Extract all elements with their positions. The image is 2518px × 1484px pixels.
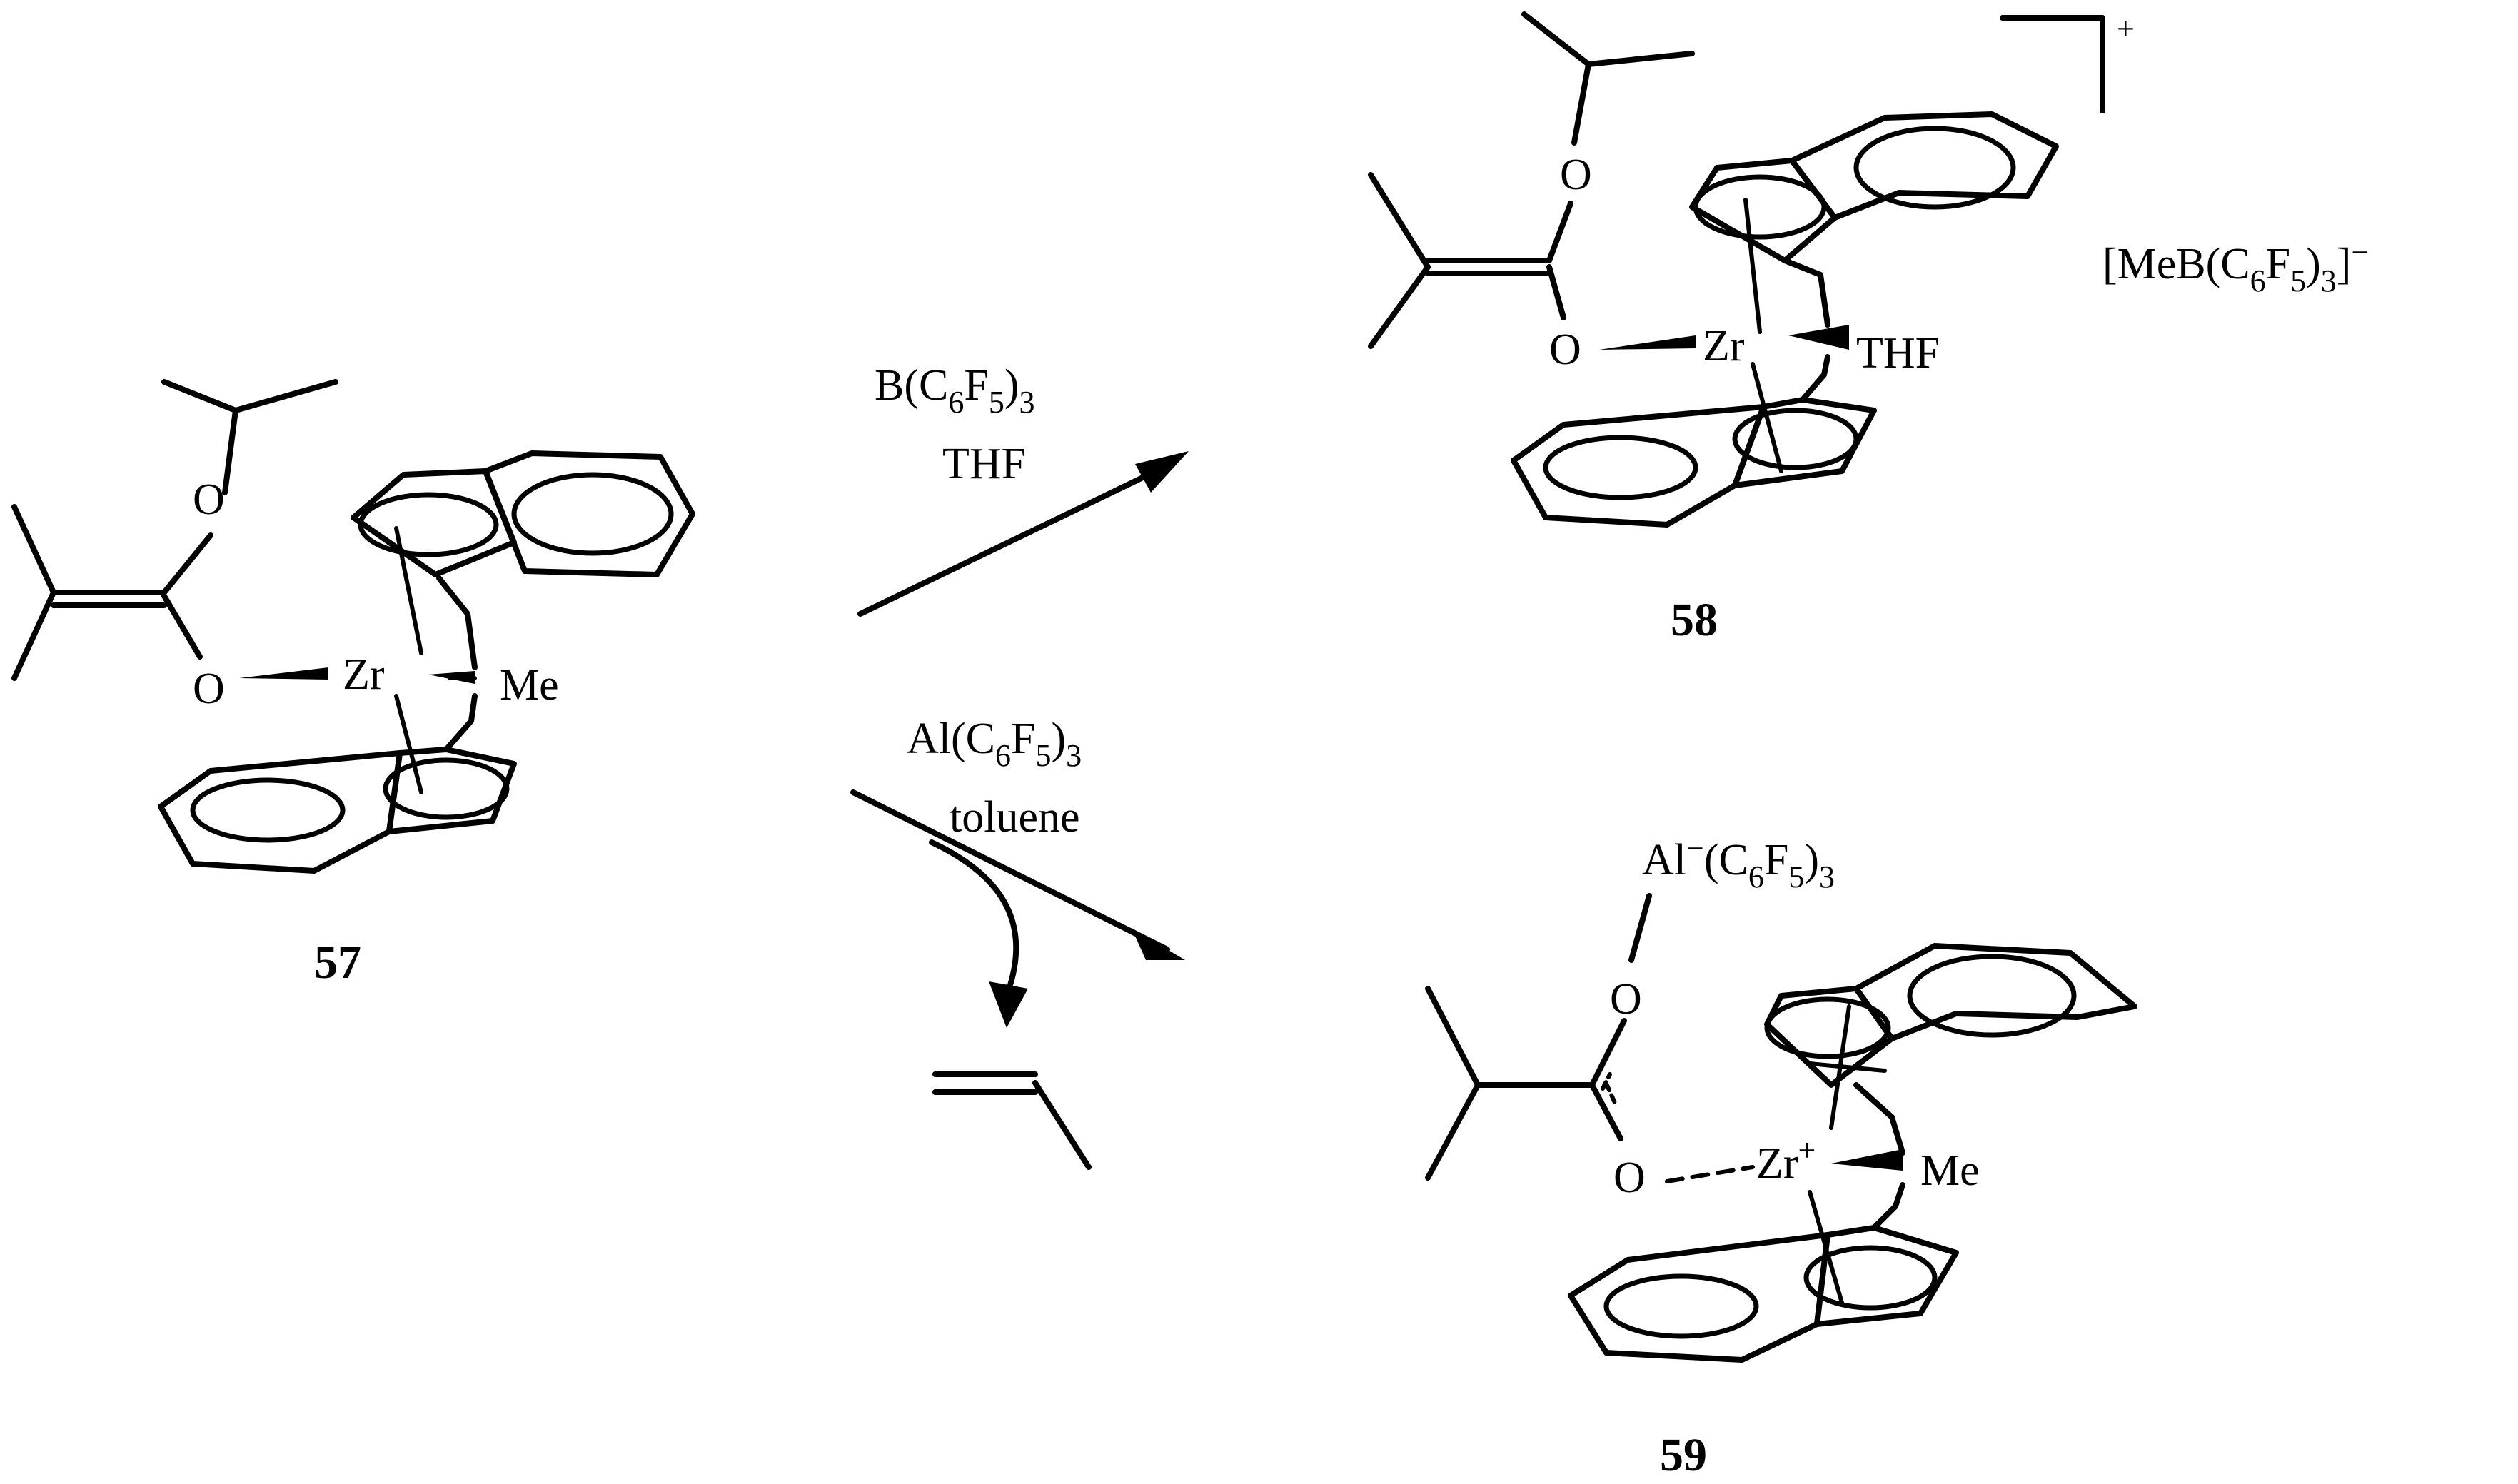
compound-59: Al−(C6F5)3 O O Zr+ Me 59 (1425, 831, 2137, 1481)
compound-57-zirconium: Zr (343, 650, 385, 699)
compound-58-number: 58 (1671, 594, 1718, 646)
compound-58-charge: + (2117, 11, 2135, 46)
compound-57-oxygen-ether: O (193, 475, 225, 524)
compound-57: O O Zr Me 57 (11, 379, 695, 989)
compound-57-methyl: Me (500, 661, 559, 710)
compound-58-oxygen-enolate: O (1549, 325, 1581, 374)
compound-58-zirconium: Zr (1703, 322, 1745, 370)
compound-58-oxygen-ether: O (1560, 151, 1592, 199)
bottom-solvent: toluene (950, 793, 1080, 842)
compound-59-number: 59 (1660, 1429, 1707, 1481)
reaction-arrows (850, 451, 1189, 1028)
compound-58: O O Zr THF + [MeB(C6F5)3]− 58 (1368, 11, 2369, 646)
bottom-reagent: Al(C6F5)3 (907, 715, 1082, 773)
compound-57-number: 57 (314, 937, 361, 989)
compound-59-aluminate: Al−(C6F5)3 (1642, 831, 1835, 894)
compound-57-bonds (11, 379, 695, 874)
compound-59-bonds (1425, 893, 2137, 1363)
compound-59-zirconium: Zr+ (1756, 1133, 1816, 1188)
compound-58-counterion: [MeB(C6F5)3]− (2102, 235, 2369, 298)
compound-59-oxygen-top: O (1610, 975, 1642, 1024)
compound-59-oxygen-bottom: O (1613, 1154, 1646, 1202)
compound-59-methyl: Me (1920, 1146, 1980, 1195)
top-reagent: B(C6F5)3 (875, 361, 1035, 420)
top-solvent: THF (942, 440, 1026, 488)
compound-57-oxygen-enolate: O (193, 665, 225, 713)
compound-58-thf: THF (1856, 329, 1940, 378)
propene-byproduct (932, 1071, 1092, 1170)
compound-58-bonds (1368, 11, 2105, 528)
